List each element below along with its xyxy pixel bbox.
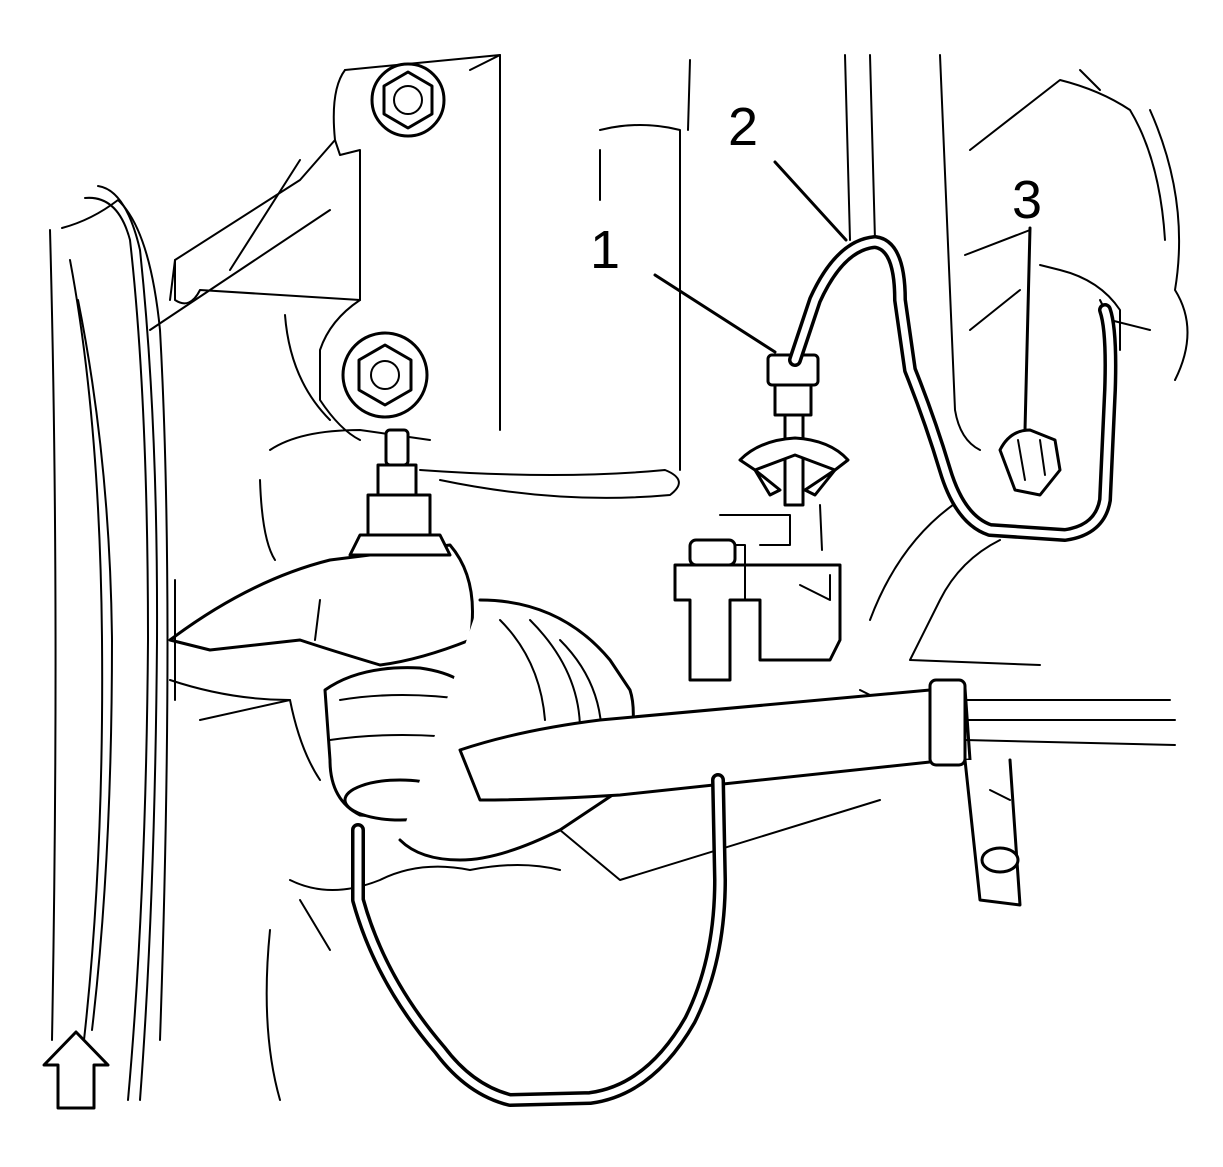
hose-bracket xyxy=(673,504,842,682)
brake-hose xyxy=(351,235,1118,1107)
lower-bolt-icon xyxy=(341,331,429,419)
brake-line-fitting xyxy=(738,353,850,507)
drive-shaft-boot xyxy=(265,799,881,1101)
callout-2-leader xyxy=(773,160,848,242)
ball-joint-stud xyxy=(348,428,452,557)
callout-1-label: 1 xyxy=(590,220,620,280)
inner-fender xyxy=(844,54,1189,701)
callout-3-leader xyxy=(1023,226,1032,432)
tire-wheel xyxy=(49,185,169,1101)
upper-bolt-icon xyxy=(370,62,446,138)
front-direction-arrow-icon xyxy=(42,1030,110,1110)
tie-rod-end xyxy=(323,598,1176,907)
callout-3-label: 3 xyxy=(1012,170,1042,230)
strut-bracket xyxy=(149,54,691,561)
retaining-clip xyxy=(998,428,1062,497)
callout-2-label: 2 xyxy=(728,97,758,157)
callout-1-leader xyxy=(653,273,777,354)
